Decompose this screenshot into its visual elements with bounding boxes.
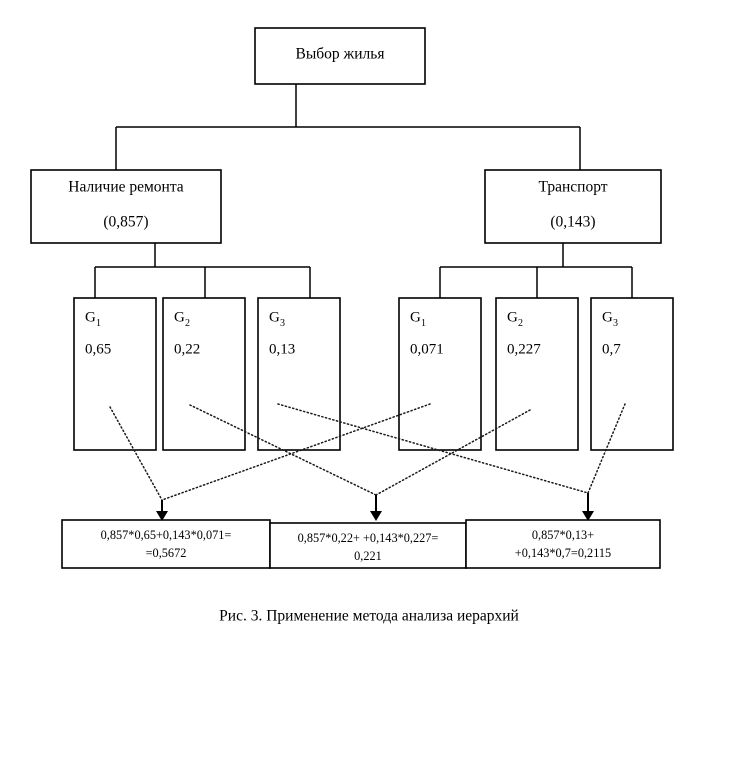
synthesis-links xyxy=(109,403,626,501)
alternative-right-0-name: G xyxy=(410,309,421,325)
alternative-left-2-box xyxy=(257,297,341,451)
alternative-left-2-name: G xyxy=(269,309,280,325)
alternative-right-1-name: G xyxy=(507,309,518,325)
alternative-left-2-value: 0,13 xyxy=(269,341,295,357)
alternative-left-0[interactable]: G 1 0,65 xyxy=(73,297,157,451)
criterion-node-1-label: Транспорт xyxy=(538,179,607,196)
connector-right-criterion-to-leaves xyxy=(439,243,633,298)
alternative-left-2[interactable]: G 3 0,13 xyxy=(257,297,341,451)
alternative-right-0-box xyxy=(398,297,482,451)
arrow-head-result-2 xyxy=(582,511,594,521)
figure-caption: Рис. 3. Применение метода анализа иерарх… xyxy=(219,608,519,625)
criterion-node-0-box xyxy=(30,169,222,244)
result-node-0[interactable]: 0,857*0,65+0,143*0,071= =0,5672 xyxy=(61,519,271,569)
result-node-2[interactable]: 0,857*0,13+ +0,143*0,7=0,2115 xyxy=(465,519,661,569)
alternative-right-2-value: 0,7 xyxy=(602,341,621,357)
alternative-right-1-box xyxy=(495,297,579,451)
criterion-node-1[interactable]: Транспорт (0,143) xyxy=(484,169,662,244)
alternative-right-2-name: G xyxy=(602,309,613,325)
result-node-2-box xyxy=(465,519,661,569)
alternative-right-1[interactable]: G 2 0,227 xyxy=(495,297,579,451)
criterion-node-1-weight: (0,143) xyxy=(550,214,595,231)
result-node-0-line1: 0,857*0,65+0,143*0,071= xyxy=(101,528,232,542)
alternative-left-1-name: G xyxy=(174,309,185,325)
synthesis-link-left-g2 xyxy=(189,404,377,496)
alternative-right-1-subscript: 2 xyxy=(518,318,523,329)
alternative-right-1-value: 0,227 xyxy=(507,341,541,357)
alternative-left-1-subscript: 2 xyxy=(185,318,190,329)
result-node-1[interactable]: 0,857*0,22+ +0,143*0,227= 0,221 xyxy=(269,522,467,569)
result-node-0-line2: =0,5672 xyxy=(146,546,187,560)
alternative-right-0-value: 0,071 xyxy=(410,341,444,357)
synthesis-link-right-g2 xyxy=(375,409,531,496)
criterion-node-0-weight: (0,857) xyxy=(103,214,148,231)
alternative-right-2[interactable]: G 3 0,7 xyxy=(590,297,674,451)
criterion-node-1-box xyxy=(484,169,662,244)
alternative-left-0-box xyxy=(73,297,157,451)
goal-node-label: Выбор жилья xyxy=(296,46,385,63)
result-node-2-line1: 0,857*0,13+ xyxy=(532,528,594,542)
arrow-head-result-0 xyxy=(156,511,168,521)
criterion-node-0-label: Наличие ремонта xyxy=(68,179,184,196)
alternative-right-0[interactable]: G 1 0,071 xyxy=(398,297,482,451)
synthesis-link-left-g3 xyxy=(277,403,589,494)
alternative-left-0-name: G xyxy=(85,309,96,325)
alternative-left-0-subscript: 1 xyxy=(96,318,101,329)
result-node-2-line2: +0,143*0,7=0,2115 xyxy=(515,546,611,560)
result-node-0-box xyxy=(61,519,271,569)
alternative-left-2-subscript: 3 xyxy=(280,318,285,329)
alternative-left-0-value: 0,65 xyxy=(85,341,111,357)
connector-left-criterion-to-leaves xyxy=(94,243,311,298)
criterion-node-0[interactable]: Наличие ремонта (0,857) xyxy=(30,169,222,244)
alternative-left-1-box xyxy=(162,297,246,451)
arrow-head-result-1 xyxy=(370,511,382,521)
alternative-right-2-box xyxy=(590,297,674,451)
alternative-right-0-subscript: 1 xyxy=(421,318,426,329)
connector-goal-to-criteria xyxy=(115,84,581,170)
result-node-1-line1: 0,857*0,22+ +0,143*0,227= xyxy=(298,531,439,545)
result-node-1-line2: 0,221 xyxy=(354,549,382,563)
alternative-left-1-value: 0,22 xyxy=(174,341,200,357)
synthesis-link-left-g1 xyxy=(109,406,163,501)
synthesis-link-right-g1 xyxy=(161,403,431,501)
goal-node-box xyxy=(254,27,426,85)
alternative-right-2-subscript: 3 xyxy=(613,318,618,329)
goal-node[interactable]: Выбор жилья xyxy=(254,27,426,85)
alternative-left-1[interactable]: G 2 0,22 xyxy=(162,297,246,451)
synthesis-arrows xyxy=(156,493,594,521)
synthesis-link-right-g3 xyxy=(587,403,626,494)
